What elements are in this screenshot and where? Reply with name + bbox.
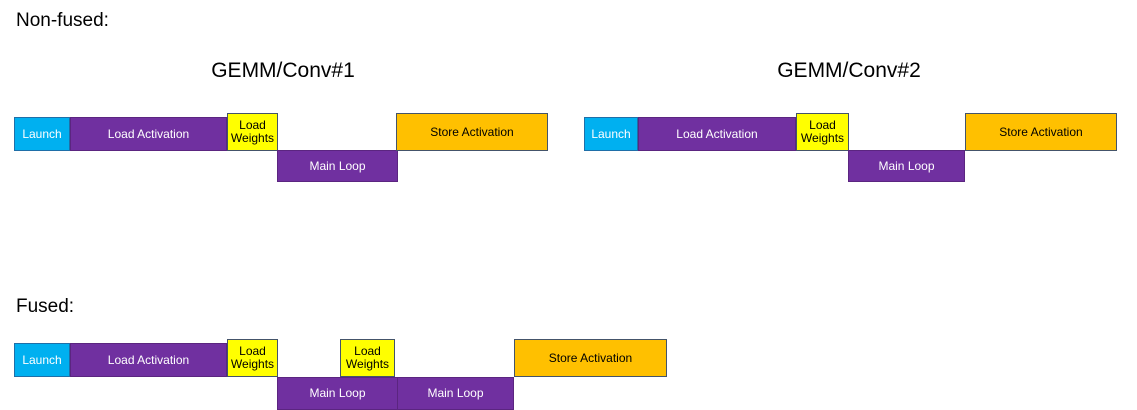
non-fused-g2-load-weights-bar: Load Weights: [796, 113, 849, 151]
section-label-non-fused: Non-fused:: [16, 10, 109, 31]
non-fused-g2-launch-label: Launch: [591, 126, 631, 141]
non-fused-g1-store-activation-label: Store Activation: [430, 124, 514, 139]
fused-load-activation-bar: Load Activation: [70, 343, 227, 377]
non-fused-g1-load-weights-bar: Load Weights: [227, 113, 278, 151]
fused-store-activation-bar: Store Activation: [514, 339, 667, 377]
fused-load-weights-2-label: Load Weights: [345, 344, 390, 371]
fused-load-weights-1-label: Load Weights: [230, 344, 275, 371]
fused-main-loop-1-bar: Main Loop: [277, 377, 398, 410]
fused-main-loop-1-label: Main Loop: [309, 386, 366, 400]
non-fused-g2-launch-bar: Launch: [584, 117, 638, 151]
non-fused-g1-store-activation-bar: Store Activation: [396, 113, 548, 151]
fused-load-activation-label: Load Activation: [107, 352, 190, 367]
non-fused-g1-load-activation-label: Load Activation: [107, 126, 190, 141]
group-title-gemm-conv-2: GEMM/Conv#2: [777, 59, 921, 82]
non-fused-g1-main-loop-label: Main Loop: [309, 158, 366, 173]
non-fused-g2-store-activation-bar: Store Activation: [965, 113, 1117, 151]
non-fused-g2-load-activation-label: Load Activation: [676, 126, 758, 141]
non-fused-g1-launch-label: Launch: [22, 126, 62, 141]
non-fused-g2-load-activation-bar: Load Activation: [638, 117, 796, 151]
group-title-gemm-conv-1: GEMM/Conv#1: [211, 59, 355, 82]
fused-store-activation-label: Store Activation: [548, 350, 633, 365]
non-fused-g2-main-loop-label: Main Loop: [878, 158, 935, 173]
non-fused-g1-main-loop-bar: Main Loop: [277, 150, 398, 182]
non-fused-g2-load-weights-label: Load Weights: [800, 118, 845, 145]
non-fused-g1-load-activation-bar: Load Activation: [70, 117, 227, 151]
fused-main-loop-2-label: Main Loop: [427, 386, 484, 400]
non-fused-g2-store-activation-label: Store Activation: [999, 124, 1083, 139]
fused-load-weights-1-bar: Load Weights: [227, 339, 278, 377]
fused-main-loop-2-bar: Main Loop: [397, 377, 514, 410]
non-fused-g1-launch-bar: Launch: [14, 117, 70, 151]
fused-launch-label: Launch: [22, 352, 62, 367]
section-label-fused: Fused:: [16, 296, 75, 317]
non-fused-g1-load-weights-label: Load Weights: [230, 118, 275, 145]
fused-load-weights-2-bar: Load Weights: [340, 339, 395, 377]
non-fused-g2-main-loop-bar: Main Loop: [848, 150, 965, 182]
fused-launch-bar: Launch: [14, 343, 70, 377]
